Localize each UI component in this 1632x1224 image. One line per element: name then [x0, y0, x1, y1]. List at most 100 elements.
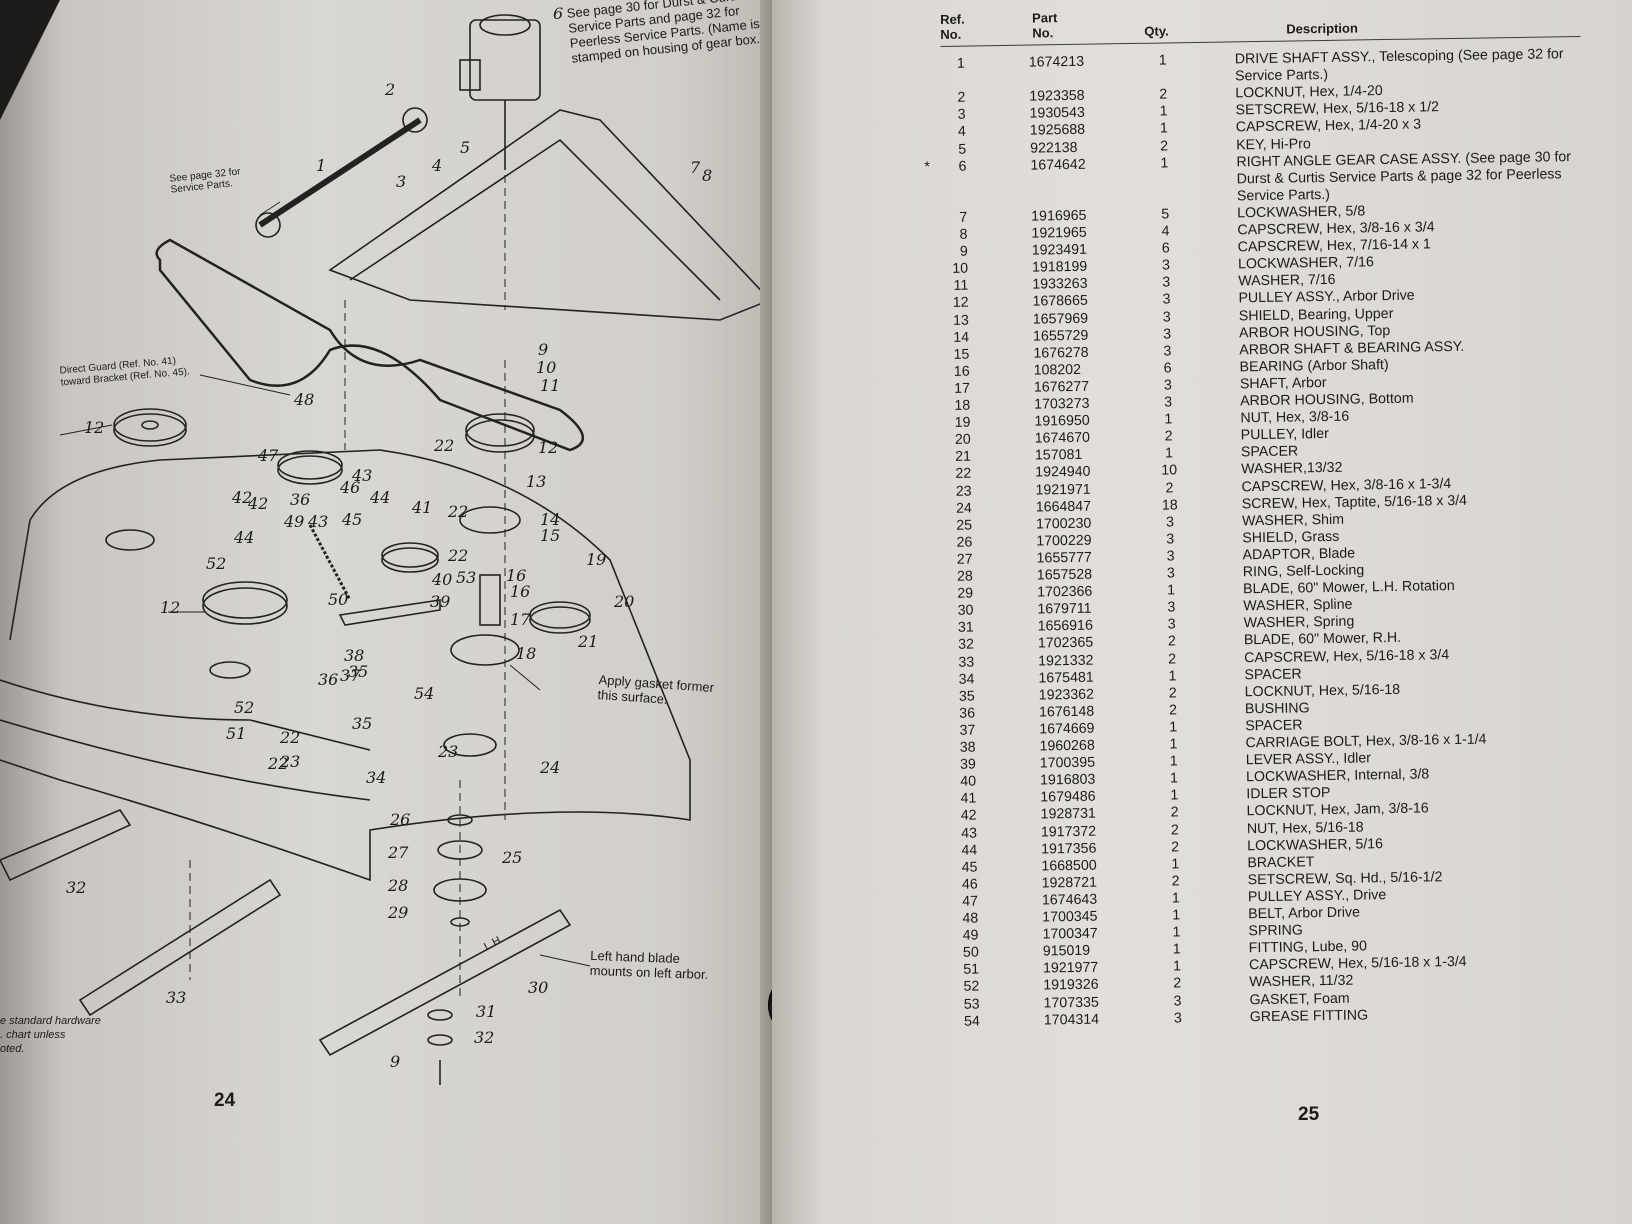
- ref-number-label: 6: [553, 4, 564, 23]
- part-number-cell: 1679486: [1040, 788, 1096, 806]
- ref-cell: 21: [955, 448, 972, 466]
- ref-number-label: 22: [448, 546, 469, 565]
- ref-cell: 45: [961, 859, 978, 876]
- qty-cell: 1: [1167, 582, 1176, 599]
- part-number-cell: 1917356: [1041, 840, 1097, 858]
- qty-cell: 3: [1164, 394, 1173, 411]
- qty-cell: 3: [1173, 992, 1182, 1009]
- part-number-cell: 1674642: [1030, 156, 1086, 174]
- ref-cell: 10: [952, 260, 969, 278]
- description-cell: PULLEY ASSY., Drive: [1247, 886, 1387, 906]
- ref-number-label: 5: [460, 138, 471, 157]
- ref-cell: 43: [960, 825, 978, 842]
- ref-number-label: 22: [448, 502, 469, 521]
- part-number-cell: 1674669: [1039, 720, 1095, 738]
- description-cell: WASHER,13/32: [1241, 460, 1343, 478]
- qty-cell: 3: [1166, 548, 1175, 565]
- part-number-cell: 1676148: [1038, 703, 1095, 721]
- qty-cell: 2: [1159, 86, 1168, 103]
- ref-cell: 25: [956, 517, 973, 534]
- qty-cell: 1: [1170, 787, 1179, 804]
- pulley-47: [277, 450, 343, 485]
- description-cell: WASHER, Spline: [1243, 596, 1353, 615]
- ref-number-label: 38: [344, 646, 365, 665]
- ref-cell: 50: [962, 944, 979, 961]
- hardware-note: e standard hardware . chart unless oted.: [0, 1015, 101, 1055]
- part-number-cell: 1707335: [1043, 994, 1099, 1011]
- part-number-cell: 1700395: [1039, 754, 1096, 772]
- ref-cell: 41: [960, 790, 977, 808]
- header-part: Part No.: [1031, 10, 1058, 41]
- ref-cell: 49: [962, 927, 979, 944]
- qty-cell: 1: [1169, 736, 1178, 753]
- part-number-cell: 1916965: [1031, 207, 1087, 225]
- qty-cell: 1: [1168, 667, 1177, 685]
- description-cell: BRACKET: [1247, 853, 1315, 871]
- qty-cell: 3: [1167, 599, 1176, 616]
- ref-number-label: 19: [586, 550, 607, 569]
- qty-cell: 2: [1170, 821, 1179, 838]
- ref-number-label: 1: [316, 156, 327, 175]
- exploded-parts-diagram: [0, 14, 772, 1085]
- ref-number-label: 32: [474, 1028, 495, 1047]
- description-continuation: Service Parts.): [1236, 186, 1331, 205]
- qty-cell: 1: [1159, 120, 1168, 137]
- ref-cell: 15: [953, 346, 970, 363]
- part-number-cell: 1700347: [1042, 925, 1098, 943]
- ref-cell: 30: [957, 602, 974, 619]
- qty-cell: 2: [1168, 685, 1177, 702]
- qty-cell: 5: [1161, 206, 1170, 223]
- right-page: [772, 0, 1632, 1224]
- part-number-cell: 1674643: [1041, 891, 1098, 909]
- qty-cell: 1: [1172, 941, 1181, 958]
- qty-cell: 1: [1172, 924, 1181, 941]
- part-number-cell: 1703273: [1034, 395, 1090, 413]
- ref-number-label: 3: [396, 172, 407, 191]
- part-number-cell: 1655777: [1036, 549, 1092, 567]
- qty-cell: 1: [1172, 958, 1182, 975]
- ref-cell: 40: [960, 773, 977, 790]
- ref-number-label: 42: [232, 488, 253, 507]
- ref-cell: 33: [958, 654, 975, 671]
- qty-cell: 1: [1171, 856, 1180, 873]
- ref-number-label: 17: [510, 610, 531, 629]
- ref-cell: 54: [963, 1013, 980, 1030]
- ref-cell: 36: [959, 705, 976, 722]
- ref-number-label: 10: [536, 358, 557, 377]
- ref-cell: 20: [954, 431, 971, 449]
- ref-number-label: 23: [280, 752, 301, 771]
- ref-number-label: 37: [340, 666, 361, 685]
- part-number-cell: 1923362: [1038, 686, 1095, 704]
- ref-number-label: 48: [294, 390, 315, 409]
- part-number-cell: 1921965: [1031, 224, 1087, 242]
- description-cell: BELT, Arbor Drive: [1248, 904, 1361, 923]
- part-number-cell: 108202: [1033, 361, 1082, 379]
- description-cell: SPACER: [1244, 665, 1302, 683]
- part-number-cell: 1700230: [1035, 515, 1092, 533]
- description-cell: GREASE FITTING: [1249, 1006, 1369, 1025]
- ref-number-label: 4: [432, 156, 443, 175]
- ref-cell: 47: [962, 893, 979, 910]
- ref-number-label: 22: [280, 728, 301, 747]
- belt-drawing: [155, 238, 585, 452]
- description-cell: KEY, Hi-Pro: [1235, 135, 1311, 153]
- part-number-cell: 1676278: [1033, 344, 1089, 362]
- ref-cell: 18: [954, 397, 971, 414]
- description-continuation: Service Parts.): [1234, 67, 1329, 85]
- ref-cell: 53: [963, 996, 980, 1013]
- ref-number-label: 31: [476, 1002, 497, 1021]
- ref-cell: 8: [959, 226, 968, 243]
- qty-cell: 2: [1160, 137, 1169, 155]
- header-description: Description: [1286, 20, 1358, 37]
- ref-cell: 48: [962, 910, 979, 927]
- ref-number-label: 12: [84, 418, 105, 437]
- blade-note: Left hand blade mounts on left arbor.: [589, 947, 709, 983]
- ref-cell: 6: [958, 158, 967, 175]
- frame-bracket: [328, 109, 772, 321]
- qty-cell: 2: [1167, 633, 1176, 650]
- ref-number-label: 22: [434, 436, 455, 455]
- description-cell: WASHER, 11/32: [1249, 973, 1354, 991]
- ref-cell: 37: [959, 722, 976, 739]
- ref-cell: 14: [953, 329, 970, 346]
- ref-number-label: 30: [528, 978, 549, 997]
